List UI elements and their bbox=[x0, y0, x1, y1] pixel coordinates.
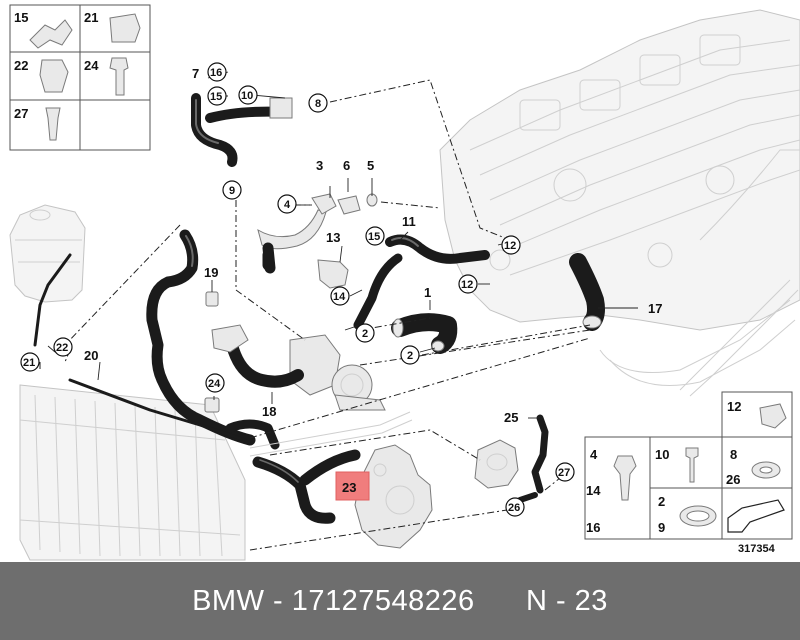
svg-text:2: 2 bbox=[362, 328, 368, 340]
label-20: 20 bbox=[84, 348, 98, 363]
callout-10: 10 bbox=[238, 85, 258, 105]
label-6: 6 bbox=[343, 158, 350, 173]
svg-text:15: 15 bbox=[210, 91, 222, 103]
callout-21: 21 bbox=[20, 352, 40, 372]
ref-number: 317354 bbox=[738, 543, 776, 555]
inset-label-4: 4 bbox=[590, 447, 598, 462]
label-17: 17 bbox=[648, 301, 662, 316]
label-5: 5 bbox=[367, 158, 374, 173]
aux-water-pump bbox=[474, 439, 519, 489]
inset-label-22: 22 bbox=[14, 58, 28, 73]
callout-14: 14 bbox=[330, 286, 350, 306]
plain-labels: 7 3 6 5 11 13 1 17 19 20 18 25 bbox=[84, 66, 662, 425]
callout-2b: 2 bbox=[400, 345, 420, 365]
small-fittings bbox=[204, 97, 378, 413]
inset-label-9: 9 bbox=[658, 520, 665, 535]
callout-12b: 12 bbox=[458, 274, 478, 294]
callout-16: 16 bbox=[207, 62, 227, 82]
svg-text:27: 27 bbox=[558, 467, 570, 479]
inset-label-14: 14 bbox=[586, 483, 601, 498]
callout-9: 9 bbox=[222, 180, 242, 200]
hose-23 bbox=[252, 449, 361, 524]
label-1: 1 bbox=[424, 285, 431, 300]
callout-24: 24 bbox=[205, 373, 225, 393]
svg-text:12: 12 bbox=[461, 279, 473, 291]
radiator bbox=[19, 384, 246, 561]
callout-8: 8 bbox=[308, 93, 328, 113]
inset-label-15: 15 bbox=[14, 10, 28, 25]
inset-label-2: 2 bbox=[658, 494, 665, 509]
inset-label-12: 12 bbox=[727, 399, 741, 414]
circled-callouts: 16 15 10 8 9 4 15 12 12 14 2 2 22 21 24 … bbox=[20, 62, 575, 517]
label-25: 25 bbox=[504, 410, 518, 425]
label-13: 13 bbox=[326, 230, 340, 245]
inset-label-26: 26 bbox=[726, 472, 740, 487]
thermostat-unit bbox=[289, 334, 386, 411]
svg-text:26: 26 bbox=[508, 502, 520, 514]
label-11: 11 bbox=[402, 214, 416, 229]
inset-label-21: 21 bbox=[84, 10, 98, 25]
inset-label-8: 8 bbox=[730, 447, 737, 462]
callout-15b: 15 bbox=[365, 226, 385, 246]
svg-text:4: 4 bbox=[284, 199, 291, 211]
callout-26: 26 bbox=[505, 497, 525, 517]
callout-27: 27 bbox=[555, 462, 575, 482]
svg-text:22: 22 bbox=[56, 342, 68, 354]
svg-text:15: 15 bbox=[368, 231, 380, 243]
inset-label-10: 10 bbox=[655, 447, 669, 462]
label-18: 18 bbox=[262, 404, 276, 419]
callout-22: 22 bbox=[53, 337, 73, 357]
highlighted-label-text: 23 bbox=[342, 480, 356, 495]
metal-pipe bbox=[249, 411, 413, 457]
highlight-label-23: 23 bbox=[335, 471, 370, 501]
hose-18 bbox=[146, 229, 304, 450]
inset-label-24: 24 bbox=[84, 58, 99, 73]
parts-diagram: 15 21 22 24 27 12 4 14 16 10 8 26 2 9 bbox=[9, 4, 800, 561]
part-number-footer: BMW - 17127548226 N - 23 bbox=[0, 562, 800, 640]
svg-text:21: 21 bbox=[23, 357, 35, 369]
engine-block bbox=[439, 9, 800, 397]
label-19: 19 bbox=[204, 265, 218, 280]
callout-2a: 2 bbox=[355, 323, 375, 343]
pipe-21 bbox=[33, 253, 247, 442]
callout-12a: 12 bbox=[501, 235, 521, 255]
hose-11 bbox=[353, 234, 490, 330]
inset-top-left: 15 21 22 24 27 bbox=[9, 4, 151, 151]
leader-lines bbox=[39, 71, 638, 551]
callout-15a: 15 bbox=[207, 86, 227, 106]
svg-text:10: 10 bbox=[241, 90, 253, 102]
water-pump-housing bbox=[354, 444, 433, 549]
svg-text:14: 14 bbox=[333, 291, 346, 303]
svg-text:24: 24 bbox=[208, 378, 221, 390]
hose-25 bbox=[517, 414, 549, 503]
inset-label-16: 16 bbox=[586, 520, 600, 535]
footer-text: BMW - 17127548226 N - 23 bbox=[192, 584, 608, 617]
inset-label-27: 27 bbox=[14, 106, 28, 121]
hose-1 bbox=[391, 313, 458, 354]
callout-4: 4 bbox=[277, 194, 297, 214]
inset-bottom-right: 12 4 14 16 10 8 26 2 9 317354 bbox=[584, 391, 793, 555]
svg-text:8: 8 bbox=[315, 98, 321, 110]
svg-text:2: 2 bbox=[407, 350, 413, 362]
svg-text:12: 12 bbox=[504, 240, 516, 252]
svg-text:9: 9 bbox=[229, 185, 235, 197]
label-3: 3 bbox=[316, 158, 323, 173]
hose-3 bbox=[257, 209, 327, 274]
expansion-tank bbox=[9, 204, 86, 303]
svg-text:16: 16 bbox=[210, 67, 222, 79]
label-7: 7 bbox=[192, 66, 199, 81]
